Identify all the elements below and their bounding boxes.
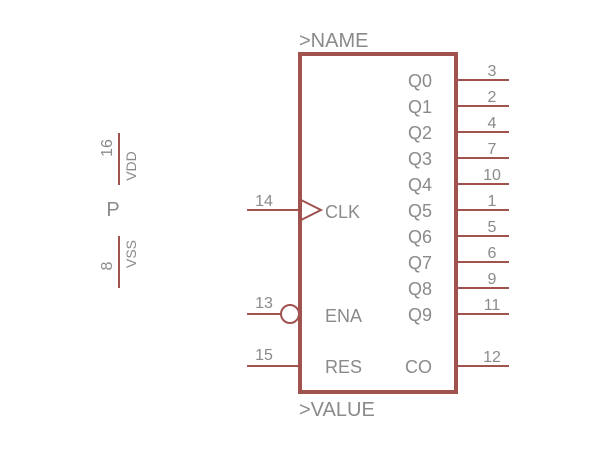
vss-pin-name: VSS: [123, 240, 139, 268]
q8-pin-number: 9: [488, 271, 497, 288]
q7-pin-name: Q7: [408, 253, 432, 273]
q3-pin-number: 7: [488, 141, 497, 158]
pin-q4: 10 Q4: [408, 167, 509, 195]
q2-pin-number: 4: [488, 115, 497, 132]
pin-q5: 1 Q5: [408, 193, 509, 221]
pin-q0: 3 Q0: [408, 63, 509, 91]
pin-q1: 2 Q1: [408, 89, 509, 117]
ena-pin-name: ENA: [325, 306, 362, 326]
clk-pin-number: 14: [255, 193, 273, 210]
part-name-label: >NAME: [299, 30, 368, 52]
pin-q3: 7 Q3: [408, 141, 509, 169]
pin-q2: 4 Q2: [408, 115, 509, 143]
q5-pin-number: 1: [488, 193, 497, 210]
power-pins: 16 VDD P 8 VSS: [99, 133, 139, 288]
pin-co: 12 CO: [405, 349, 509, 377]
res-pin-number: 15: [255, 347, 273, 364]
pin-q9: 11 Q9: [408, 297, 509, 325]
co-pin-number: 12: [483, 349, 501, 366]
pin-q8: 9 Q8: [408, 271, 509, 299]
q6-pin-name: Q6: [408, 227, 432, 247]
pin-clk: 14 CLK: [247, 193, 360, 222]
power-label: P: [106, 199, 119, 221]
q0-pin-number: 3: [488, 63, 497, 80]
pin-res: 15 RES: [247, 347, 362, 377]
res-pin-name: RES: [325, 357, 362, 377]
left-pins: 14 CLK 13 ENA 15 RES: [247, 193, 362, 377]
q9-pin-number: 11: [484, 297, 501, 314]
pin-q7: 6 Q7: [408, 245, 509, 273]
q9-pin-name: Q9: [408, 305, 432, 325]
q7-pin-number: 6: [488, 245, 497, 262]
q4-pin-number: 10: [483, 167, 501, 184]
part-value-label: >VALUE: [299, 399, 375, 421]
q6-pin-number: 5: [488, 219, 497, 236]
inversion-bubble-icon: [280, 304, 300, 324]
pin-q6: 5 Q6: [408, 219, 509, 247]
q2-pin-name: Q2: [408, 123, 432, 143]
q4-pin-name: Q4: [408, 175, 432, 195]
pin-ena: 13 ENA: [247, 295, 362, 326]
q8-pin-name: Q8: [408, 279, 432, 299]
q1-pin-number: 2: [488, 89, 497, 106]
ic-body: [298, 52, 458, 394]
q0-pin-name: Q0: [408, 71, 432, 91]
clk-pin-name: CLK: [325, 202, 360, 222]
vdd-pin-number: 16: [99, 139, 116, 157]
clock-triangle-icon: [300, 199, 324, 221]
q1-pin-name: Q1: [408, 97, 432, 117]
co-pin-name: CO: [405, 357, 432, 377]
vss-pin-number: 8: [99, 261, 116, 270]
right-pins: 3 Q0 2 Q1 4 Q2 7 Q3 10 Q4 1 Q5 5 Q6 6 Q7 9 Q8 11 Q9 12 CO: [405, 63, 509, 377]
q5-pin-name: Q5: [408, 201, 432, 221]
q3-pin-name: Q3: [408, 149, 432, 169]
vdd-pin-name: VDD: [123, 151, 139, 181]
ena-pin-number: 13: [255, 295, 273, 312]
